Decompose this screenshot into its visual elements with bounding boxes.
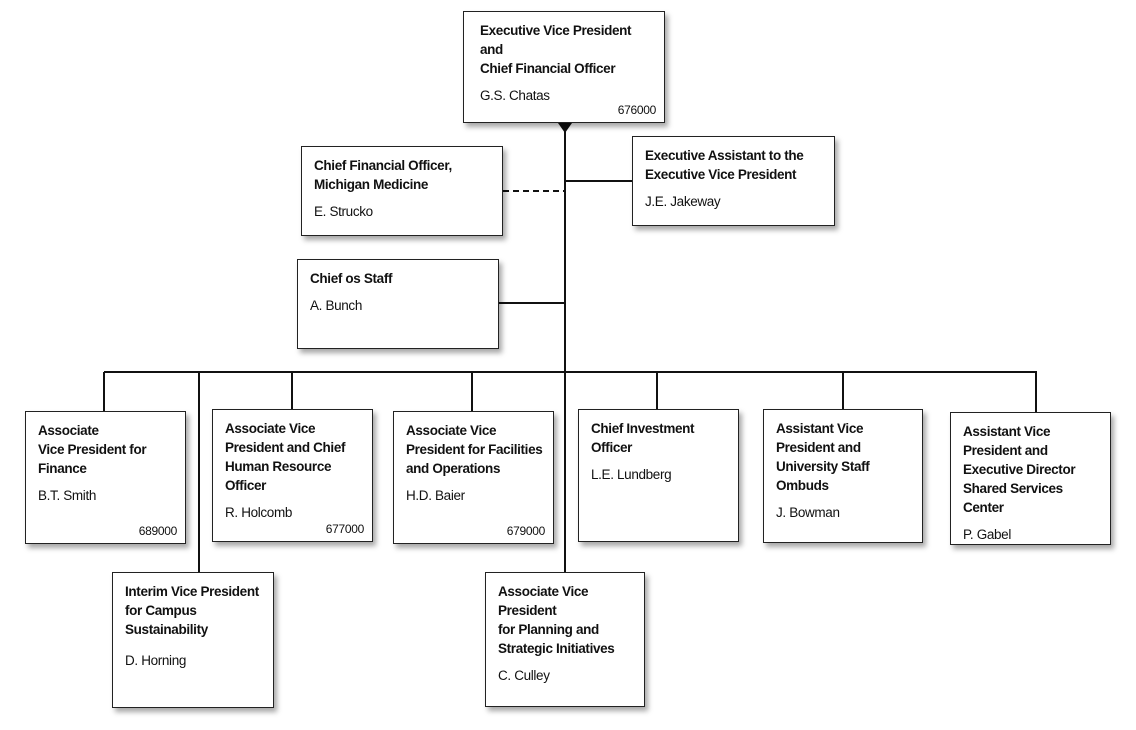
node-title: Assistant Vice President and University … [776, 421, 870, 493]
node-code: 689000 [138, 524, 178, 538]
node-ivp-sustain: Interim Vice President for Campus Sustai… [112, 572, 274, 708]
node-code: 676000 [617, 103, 657, 117]
node-name: P. Gabel [963, 527, 1011, 542]
node-name: D. Horning [125, 653, 187, 668]
node-title: Associate Vice President for Planning an… [498, 584, 615, 656]
node-name: H.D. Baier [406, 488, 465, 503]
node-name: R. Holcomb [225, 505, 293, 520]
node-cio: Chief Investment Officer L.E. Lundberg [578, 409, 739, 542]
node-avp-facilities: Associate Vice President for Facilities … [393, 411, 554, 544]
node-title: Associate Vice President and Chief Human… [225, 421, 346, 493]
node-avp-hr: Associate Vice President and Chief Human… [212, 409, 373, 542]
node-avp-shared: Assistant Vice President and Executive D… [950, 412, 1111, 545]
node-title: Executive Assistant to the Executive Vic… [645, 148, 804, 182]
node-name: B.T. Smith [38, 488, 97, 503]
node-avp-finance: Associate Vice President for Finance B.T… [25, 411, 186, 544]
node-name: J.E. Jakeway [645, 194, 721, 209]
node-name: C. Culley [498, 668, 550, 683]
node-name: E. Strucko [314, 204, 373, 219]
node-code: 677000 [325, 522, 365, 536]
node-name: A. Bunch [310, 298, 362, 313]
node-title: Assistant Vice President and Executive D… [963, 424, 1076, 515]
node-title: Associate Vice President for Finance [38, 423, 147, 476]
node-chief-staff: Chief os Staff A. Bunch [297, 259, 499, 349]
node-avp-ombuds: Assistant Vice President and University … [763, 409, 923, 543]
node-code: 679000 [506, 524, 546, 538]
node-title: Chief os Staff [310, 271, 393, 286]
arrow-down-icon [558, 123, 572, 133]
node-avp-planning: Associate Vice President for Planning an… [485, 572, 645, 707]
node-name: G.S. Chatas [480, 88, 550, 103]
node-evp: Executive Vice President and Chief Finan… [463, 11, 665, 123]
node-title: Associate Vice President for Facilities … [406, 423, 543, 476]
node-title: Chief Investment Officer [591, 421, 695, 455]
node-name: J. Bowman [776, 505, 840, 520]
node-exec-asst: Executive Assistant to the Executive Vic… [632, 136, 835, 226]
node-cfo-med: Chief Financial Officer, Michigan Medici… [301, 146, 503, 236]
node-title: Executive Vice President and Chief Finan… [480, 23, 632, 76]
node-name: L.E. Lundberg [591, 467, 672, 482]
node-title: Chief Financial Officer, Michigan Medici… [314, 158, 452, 192]
node-title: Interim Vice President for Campus Sustai… [125, 584, 259, 637]
